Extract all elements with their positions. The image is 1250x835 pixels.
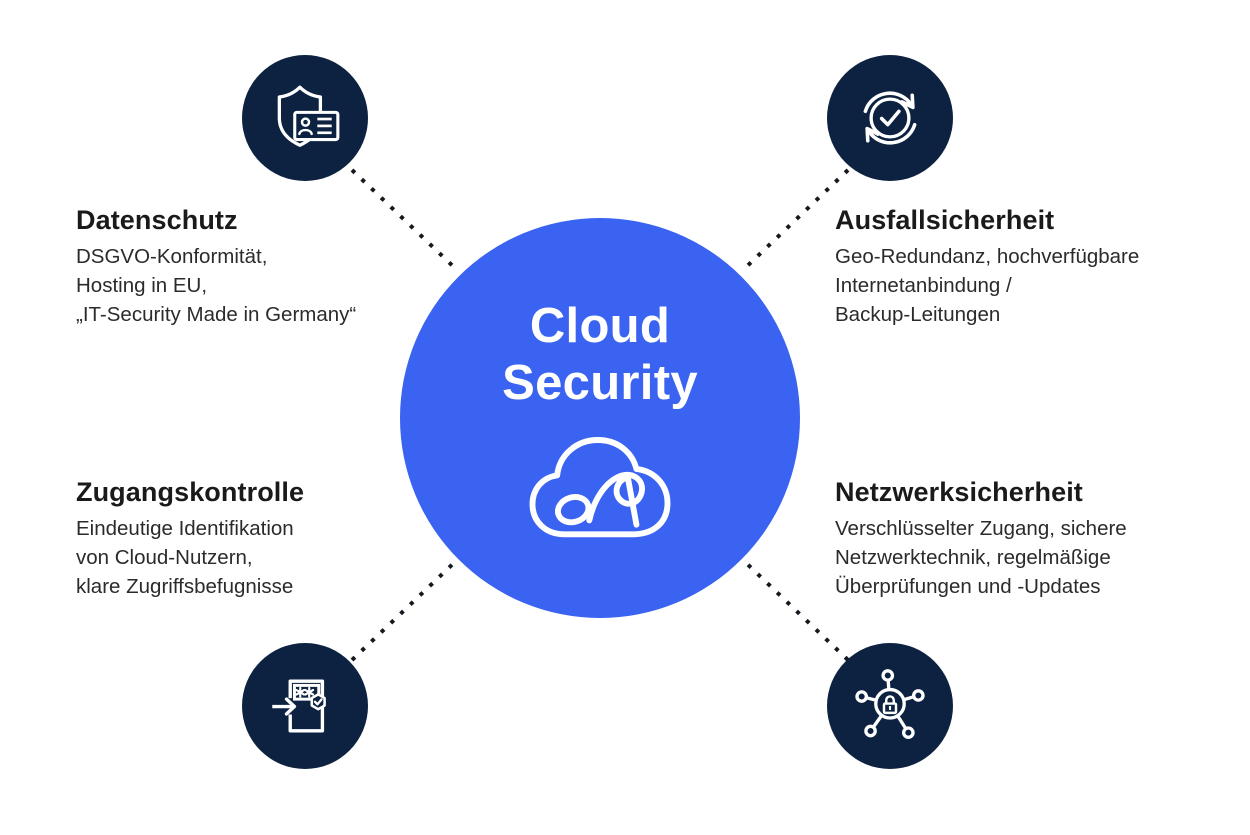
badge-ausfallsicherheit bbox=[827, 55, 953, 181]
connector-bottom-right bbox=[742, 559, 850, 662]
center-cloud-security-circle: Cloud Security bbox=[400, 218, 800, 618]
quadrant-netzwerksicherheit: Netzwerksicherheit Verschlüsselter Zugan… bbox=[835, 476, 1127, 601]
connector-top-right bbox=[742, 168, 850, 271]
cloud-loop-icon bbox=[529, 437, 671, 538]
quadrant-ausfallsicherheit: Ausfallsicherheit Geo-Redundanz, hochver… bbox=[835, 204, 1139, 329]
shield-id-card-icon bbox=[277, 85, 340, 147]
sync-check-icon bbox=[863, 91, 917, 145]
quadrant-zugangskontrolle: Zugangskontrolle Eindeutige Identifikati… bbox=[76, 476, 304, 601]
quadrant-heading-ausfallsicherheit: Ausfallsicherheit bbox=[835, 205, 1055, 235]
center-title: Cloud Security bbox=[502, 299, 698, 410]
quadrant-body-netzwerksicherheit: Verschlüsselter Zugang, sichere Netzwerk… bbox=[835, 517, 1127, 598]
quadrant-body-ausfallsicherheit: Geo-Redundanz, hochverfügbare Internetan… bbox=[835, 245, 1140, 326]
badge-netzwerksicherheit bbox=[827, 643, 953, 769]
network-lock-icon bbox=[855, 669, 925, 739]
connector-top-left bbox=[350, 168, 458, 271]
door-password-login-icon bbox=[272, 679, 326, 733]
quadrant-heading-netzwerksicherheit: Netzwerksicherheit bbox=[835, 477, 1083, 507]
quadrant-datenschutz: Datenschutz DSGVO-Konformität, Hosting i… bbox=[76, 204, 356, 329]
quadrant-body-datenschutz: DSGVO-Konformität, Hosting in EU, „IT-Se… bbox=[76, 245, 357, 326]
connector-bottom-left bbox=[350, 559, 458, 662]
badge-datenschutz bbox=[242, 55, 368, 181]
badge-zugangskontrolle bbox=[242, 643, 368, 769]
quadrant-heading-zugangskontrolle: Zugangskontrolle bbox=[76, 477, 305, 507]
quadrant-heading-datenschutz: Datenschutz bbox=[76, 205, 238, 235]
quadrant-body-zugangskontrolle: Eindeutige Identifikation von Cloud-Nutz… bbox=[76, 517, 294, 598]
